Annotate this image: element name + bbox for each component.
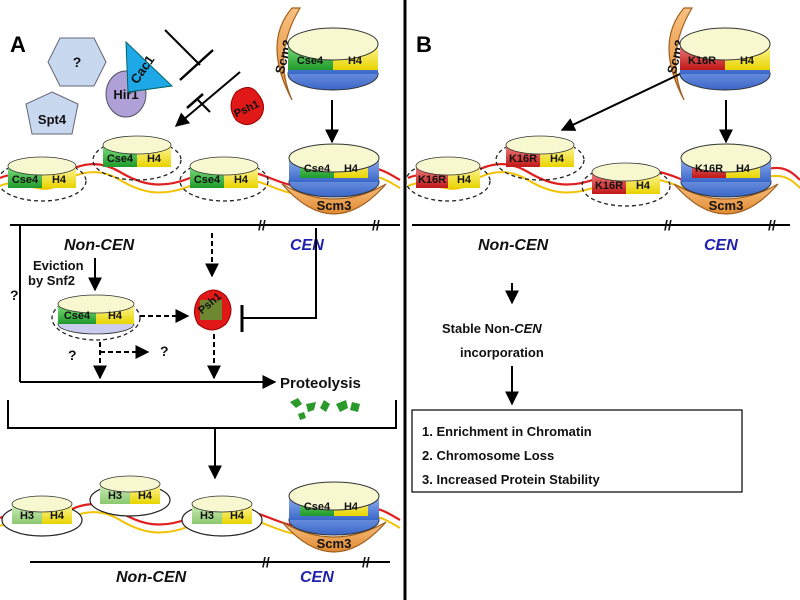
eviction-label-1: Eviction	[33, 258, 84, 273]
nucleosome-row-top-a: Cse4 H4 Cse4 H4 Cse4 H4 Scm3 Cse4 H4	[0, 135, 401, 215]
psh1-inhibition-bar	[186, 93, 204, 109]
break-mark: //	[664, 217, 672, 233]
non-cen-label-bottom: Non-CEN	[116, 569, 187, 586]
cen-protection-line	[242, 228, 317, 319]
svg-text:K16R: K16R	[595, 180, 623, 192]
svg-text:H4: H4	[550, 153, 565, 165]
question-mid: ?	[68, 347, 77, 363]
break-mark: //	[262, 554, 270, 570]
break-mark: //	[258, 217, 266, 233]
psh1-protein: Psh1	[230, 87, 264, 125]
svg-text:K16R: K16R	[509, 153, 537, 165]
svg-text:H4: H4	[636, 180, 651, 192]
cen-label-b: CEN	[704, 237, 738, 254]
misincorporation-arrow	[560, 73, 681, 131]
svg-text:Cse4: Cse4	[12, 174, 39, 186]
summary-bracket	[7, 400, 397, 429]
svg-text:H4: H4	[138, 490, 153, 502]
break-mark: //	[372, 217, 380, 233]
psh1-inhibition-arm	[197, 99, 211, 113]
svg-text:Scm3: Scm3	[709, 198, 744, 213]
question-right: ?	[160, 343, 169, 359]
svg-text:Cse4: Cse4	[304, 501, 331, 513]
svg-text:H3: H3	[108, 490, 122, 502]
inhibition-arm	[164, 29, 201, 66]
svg-text:H4: H4	[344, 163, 359, 175]
stable-label-1: Stable Non-CEN	[442, 321, 542, 336]
eviction-label-2: by Snf2	[28, 273, 75, 288]
svg-text:Cse4: Cse4	[297, 55, 324, 67]
svg-text:H4: H4	[457, 174, 472, 186]
svg-text:K16R: K16R	[695, 163, 723, 175]
spt4-chaperone: Spt4	[25, 91, 79, 135]
svg-text:?: ?	[73, 54, 82, 70]
svg-text:K16R: K16R	[688, 55, 716, 67]
degraded-fragments	[290, 398, 360, 420]
svg-text:H4: H4	[147, 153, 162, 165]
inhibition-bar	[179, 49, 214, 81]
cen-label: CEN	[290, 237, 324, 254]
svg-text:H3: H3	[200, 510, 214, 522]
proteolysis-label: Proteolysis	[280, 375, 361, 392]
non-cen-label: Non-CEN	[64, 237, 135, 254]
non-cen-label-b: Non-CEN	[478, 237, 549, 254]
svg-text:H4: H4	[234, 174, 249, 186]
deposition-arrow	[174, 71, 241, 127]
cen-label-bottom: CEN	[300, 569, 334, 586]
svg-text:H4: H4	[736, 163, 751, 175]
outcomes-box: 1. Enrichment in Chromatin 2. Chromosome…	[411, 409, 743, 493]
svg-text:Cse4: Cse4	[194, 174, 221, 186]
svg-text:H3: H3	[20, 510, 34, 522]
break-mark: //	[362, 554, 370, 570]
svg-text:Cse4: Cse4	[107, 153, 134, 165]
svg-text:Cse4: Cse4	[304, 163, 331, 175]
outcome-2: 2. Chromosome Loss	[422, 448, 554, 463]
svg-text:H4: H4	[348, 55, 363, 67]
panel-a-label: A	[10, 32, 26, 57]
evicted-cse4-h4: Cse4 H4	[51, 294, 141, 341]
psh1-cse4-complex: Psh1	[194, 289, 232, 331]
svg-text:Cse4: Cse4	[64, 310, 91, 322]
svg-text:Scm3: Scm3	[317, 536, 352, 551]
svg-text:H4: H4	[50, 510, 65, 522]
svg-text:K16R: K16R	[418, 174, 446, 186]
scm3-top-a: Scm3 Cse4 H4	[272, 7, 379, 101]
question-left: ?	[10, 287, 19, 303]
cac1-chaperone: Cac1	[125, 40, 174, 93]
break-mark: //	[768, 217, 776, 233]
svg-text:H4: H4	[740, 55, 755, 67]
svg-text:H4: H4	[108, 310, 123, 322]
outcome-3: 3. Increased Protein Stability	[422, 472, 600, 487]
nucleosome-row-bottom-a: H3 H4 H3 H4 H3 H4 Scm3 Cse4 H4	[0, 475, 401, 553]
svg-text:Scm3: Scm3	[317, 198, 352, 213]
unknown-chaperone: ?	[47, 37, 107, 87]
panel-b-label: B	[416, 32, 432, 57]
svg-text:H4: H4	[344, 501, 359, 513]
svg-text:H4: H4	[52, 174, 67, 186]
stable-label-2: incorporation	[460, 345, 544, 360]
svg-text:H4: H4	[230, 510, 245, 522]
scm3-top-b: Scm3 K16R H4	[664, 7, 771, 101]
outcome-1: 1. Enrichment in Chromatin	[422, 424, 592, 439]
nucleosome-row-top-b: K16R H4 K16R H4 K16R H4 Scm3 K16R H4	[405, 135, 800, 215]
svg-text:Spt4: Spt4	[38, 112, 67, 127]
